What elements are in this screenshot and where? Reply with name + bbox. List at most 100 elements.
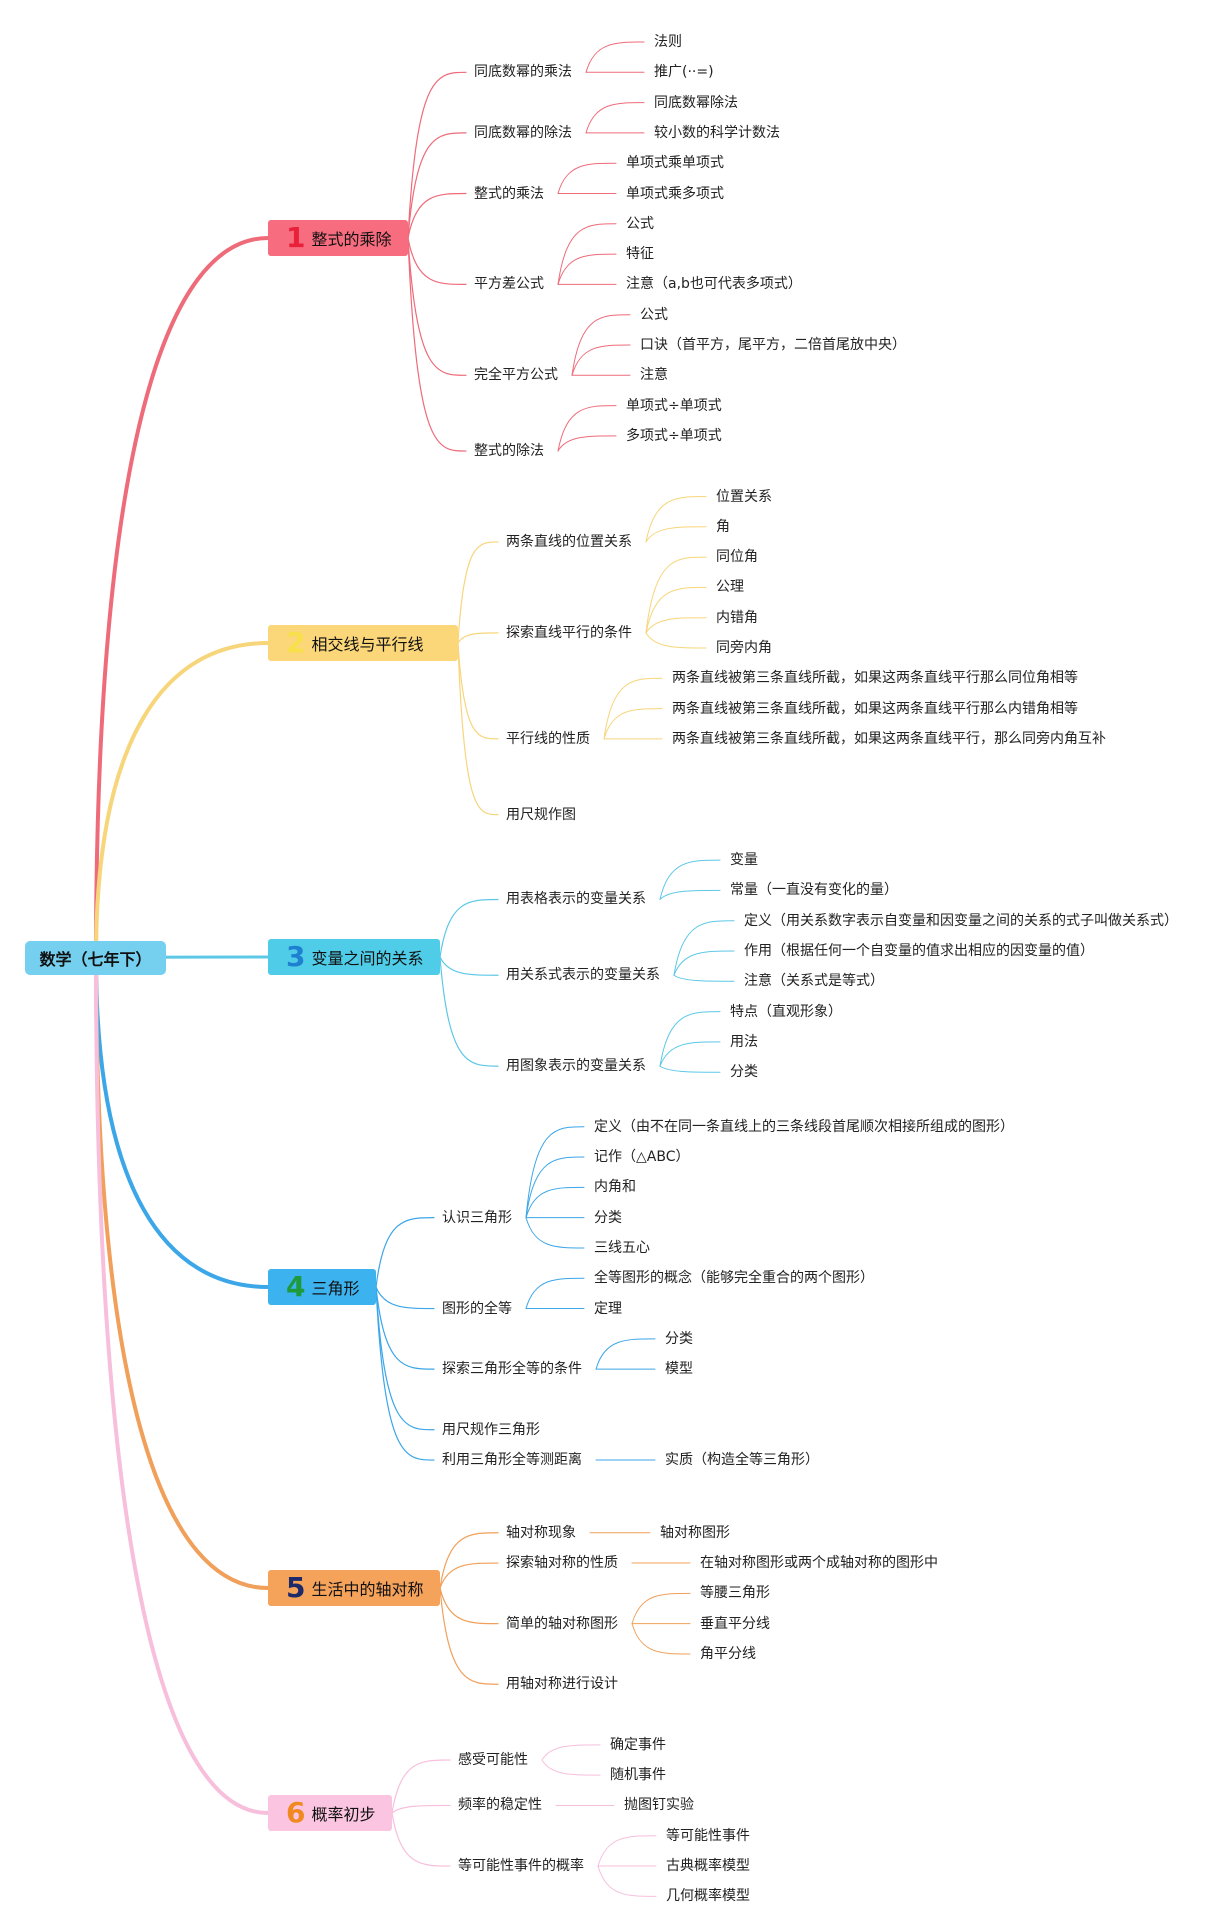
link-branch-4-topic-1 <box>375 1217 435 1288</box>
leaf-node[interactable]: 在轴对称图形或两个成轴对称的图形中 <box>700 1555 938 1572</box>
link-branch-5-topic-4 <box>439 1587 499 1685</box>
leaf-node[interactable]: 位置关系 <box>716 488 772 505</box>
leaf-node[interactable]: 分类 <box>594 1209 622 1226</box>
topic-node[interactable]: 感受可能性 <box>458 1752 528 1768</box>
leaf-node[interactable]: 用法 <box>730 1033 758 1050</box>
branch-number: 6 <box>286 1796 306 1829</box>
link-topic-2-1-leaf-2 <box>645 526 707 543</box>
topic-node[interactable]: 用关系式表示的变量关系 <box>506 967 660 984</box>
topic-node[interactable]: 整式的除法 <box>474 443 544 460</box>
leaf-node[interactable]: 公式 <box>626 215 654 232</box>
leaf-node[interactable]: 特征 <box>626 246 654 263</box>
topic-node[interactable]: 用图象表示的变量关系 <box>506 1058 646 1075</box>
leaf-node[interactable]: 多项式÷单项式 <box>626 427 722 444</box>
leaf-node[interactable]: 古典概率模型 <box>666 1858 750 1875</box>
leaf-node[interactable]: 全等图形的概念（能够完全重合的两个图形） <box>594 1270 874 1287</box>
topic-node[interactable]: 轴对称现象 <box>506 1524 576 1541</box>
leaf-node[interactable]: 定义（用关系数字表示自变量和因变量之间的关系的式子叫做关系式） <box>744 912 1178 929</box>
leaf-node[interactable]: 内错角 <box>716 609 758 626</box>
leaf-node[interactable]: 等腰三角形 <box>700 1585 770 1602</box>
link-branch-5-topic-2 <box>439 1562 499 1589</box>
topic-node[interactable]: 探索直线平行的条件 <box>506 624 632 641</box>
link-root-branch-2 <box>94 641 270 960</box>
topic-node[interactable]: 简单的轴对称图形 <box>506 1615 618 1632</box>
topic-node[interactable]: 完全平方公式 <box>474 367 558 384</box>
leaf-node[interactable]: 注意（a,b也可代表多项式） <box>626 276 802 293</box>
leaf-node[interactable]: 两条直线被第三条直线所截，如果这两条直线平行，那么同旁内角互补 <box>672 730 1106 747</box>
leaf-node[interactable]: 同位角 <box>716 549 758 566</box>
link-topic-2-3-leaf-2 <box>603 708 663 740</box>
leaf-node[interactable]: 分类 <box>730 1064 758 1081</box>
leaf-node[interactable]: 分类 <box>665 1330 693 1347</box>
topic-node[interactable]: 用轴对称进行设计 <box>506 1676 618 1693</box>
topic-node[interactable]: 频率的稳定性 <box>458 1797 542 1814</box>
topic-node[interactable]: 平行线的性质 <box>506 730 590 747</box>
leaf-node[interactable]: 特点（直观形象） <box>730 1003 842 1020</box>
topic-node[interactable]: 用尺规作图 <box>506 806 576 823</box>
topic-node[interactable]: 两条直线的位置关系 <box>506 533 632 550</box>
link-topic-1-6-leaf-1 <box>557 405 617 452</box>
leaf-node[interactable]: 同底数幂除法 <box>654 94 738 111</box>
leaf-node[interactable]: 公理 <box>716 579 744 596</box>
leaf-node[interactable]: 角 <box>716 518 730 535</box>
leaf-node[interactable]: 注意（关系式是等式） <box>744 973 884 990</box>
leaf-node[interactable]: 垂直平分线 <box>700 1615 770 1632</box>
topic-node[interactable]: 探索轴对称的性质 <box>506 1555 618 1572</box>
leaf-node[interactable]: 两条直线被第三条直线所截，如果这两条直线平行那么同位角相等 <box>672 670 1078 687</box>
link-topic-4-1-leaf-3 <box>525 1186 585 1219</box>
leaf-node[interactable]: 口诀（首平方，尾平方，二倍首尾放中央） <box>640 337 906 353</box>
topic-node[interactable]: 同底数幂的乘法 <box>474 64 572 81</box>
leaf-node[interactable]: 随机事件 <box>610 1767 666 1784</box>
topic-node[interactable]: 整式的乘法 <box>474 185 544 202</box>
topic-node[interactable]: 同底数幂的除法 <box>474 124 572 141</box>
leaf-node[interactable]: 单项式乘单项式 <box>626 155 724 172</box>
topic-node[interactable]: 用表格表示的变量关系 <box>506 891 646 908</box>
leaf-node[interactable]: 作用（根据任何一个自变量的值求出相应的因变量的值） <box>744 943 1094 959</box>
leaf-node[interactable]: 角平分线 <box>700 1645 756 1662</box>
leaf-node[interactable]: 同旁内角 <box>716 640 772 656</box>
leaf-node[interactable]: 推广(··=) <box>654 64 714 81</box>
branch-node-6[interactable]: 6 概率初步 <box>268 1795 392 1831</box>
root-node[interactable]: 数学（七年下） <box>25 941 166 975</box>
link-branch-3-topic-3 <box>439 956 499 1067</box>
leaf-node[interactable]: 单项式÷单项式 <box>626 397 722 414</box>
topic-node[interactable]: 等可能性事件的概率 <box>458 1858 584 1875</box>
leaf-node[interactable]: 注意 <box>640 367 668 384</box>
link-topic-2-2-leaf-3 <box>645 617 707 634</box>
topic-node[interactable]: 认识三角形 <box>442 1209 512 1226</box>
topic-node[interactable]: 平方差公式 <box>474 276 544 293</box>
leaf-node[interactable]: 法则 <box>654 34 682 50</box>
leaf-node[interactable]: 记作（△ABC） <box>594 1149 690 1166</box>
leaf-node[interactable]: 内角和 <box>594 1179 636 1196</box>
leaf-node[interactable]: 定义（由不在同一条直线上的三条线段首尾顺次相接所组成的图形） <box>594 1118 1014 1135</box>
leaf-node[interactable]: 抛图钉实验 <box>624 1797 694 1814</box>
leaf-node[interactable]: 定理 <box>594 1300 622 1317</box>
branch-label: 概率初步 <box>311 1805 376 1824</box>
leaf-node[interactable]: 两条直线被第三条直线所截，如果这两条直线平行那么内错角相等 <box>672 700 1078 717</box>
leaf-node[interactable]: 三线五心 <box>594 1239 650 1256</box>
link-topic-3-1-leaf-1 <box>659 859 721 900</box>
leaf-node[interactable]: 轴对称图形 <box>660 1524 730 1541</box>
leaf-node[interactable]: 几何概率模型 <box>666 1888 750 1905</box>
leaf-node[interactable]: 较小数的科学计数法 <box>654 124 780 141</box>
topic-node[interactable]: 图形的全等 <box>442 1300 512 1317</box>
topic-node[interactable]: 利用三角形全等测距离 <box>442 1452 582 1469</box>
link-topic-5-3-leaf-1 <box>631 1592 691 1625</box>
topic-node[interactable]: 用尺规作三角形 <box>442 1421 540 1438</box>
leaf-node[interactable]: 常量（一直没有变化的量） <box>730 882 898 899</box>
leaf-node[interactable]: 模型 <box>665 1361 693 1378</box>
leaf-node[interactable]: 等可能性事件 <box>666 1827 750 1844</box>
leaf-node[interactable]: 单项式乘多项式 <box>626 185 724 202</box>
leaf-node[interactable]: 确定事件 <box>610 1736 666 1753</box>
topic-node[interactable]: 探索三角形全等的条件 <box>442 1361 582 1378</box>
branch-number: 5 <box>286 1571 306 1604</box>
leaf-node[interactable]: 实质（构造全等三角形） <box>665 1452 819 1469</box>
leaf-node[interactable]: 变量 <box>730 852 758 869</box>
leaf-node[interactable]: 公式 <box>640 306 668 323</box>
